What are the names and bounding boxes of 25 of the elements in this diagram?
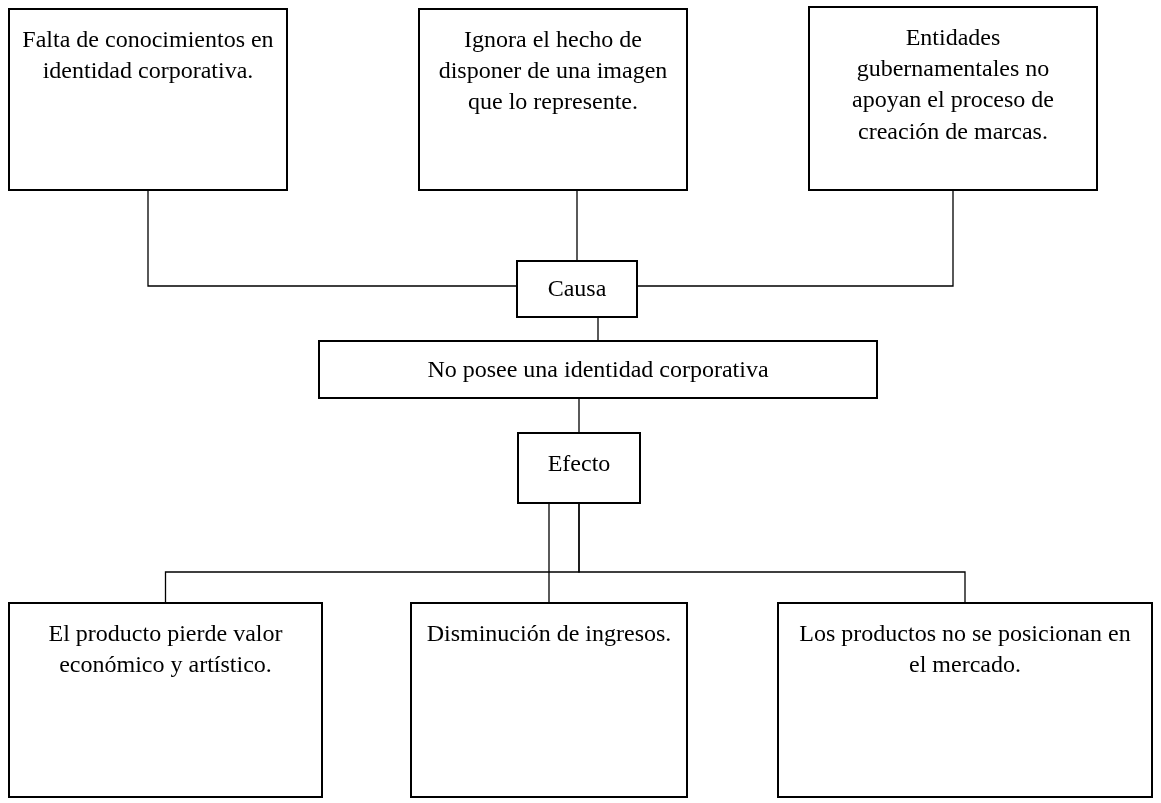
box-text: El producto pierde valor económico y artístico. <box>47 619 284 680</box>
text-box <box>8 602 323 798</box>
connector-line <box>147 190 517 287</box>
box-text: No posee una identidad corporativa <box>427 354 769 384</box>
connector-line <box>637 190 954 287</box>
box-text: Falta de conocimientos en identidad corporativa. <box>22 25 274 86</box>
text-box <box>318 340 878 399</box>
box-text: Los productos no se posicionan en el mercado. <box>798 619 1132 680</box>
text-box <box>517 432 641 504</box>
connector-line <box>578 398 580 433</box>
connector-line <box>548 503 550 603</box>
connector-line <box>576 190 578 261</box>
connector-line <box>597 317 599 341</box>
box-text: Causa <box>547 274 607 304</box>
text-box <box>410 602 688 798</box>
text-box <box>418 8 688 191</box>
text-box <box>777 602 1153 798</box>
box-text: Efecto <box>547 449 611 478</box>
box-text: Disminución de ingresos. <box>426 619 672 648</box>
text-box <box>8 8 288 191</box>
box-text: Ignora el hecho de disponer de una imagen que lo represente. <box>437 25 669 117</box>
text-box <box>808 6 1098 191</box>
box-text: Entidades gubernamentales no apoyan el proceso de creación de marcas. <box>851 23 1055 146</box>
connector-line <box>578 503 966 603</box>
text-box <box>516 260 638 318</box>
